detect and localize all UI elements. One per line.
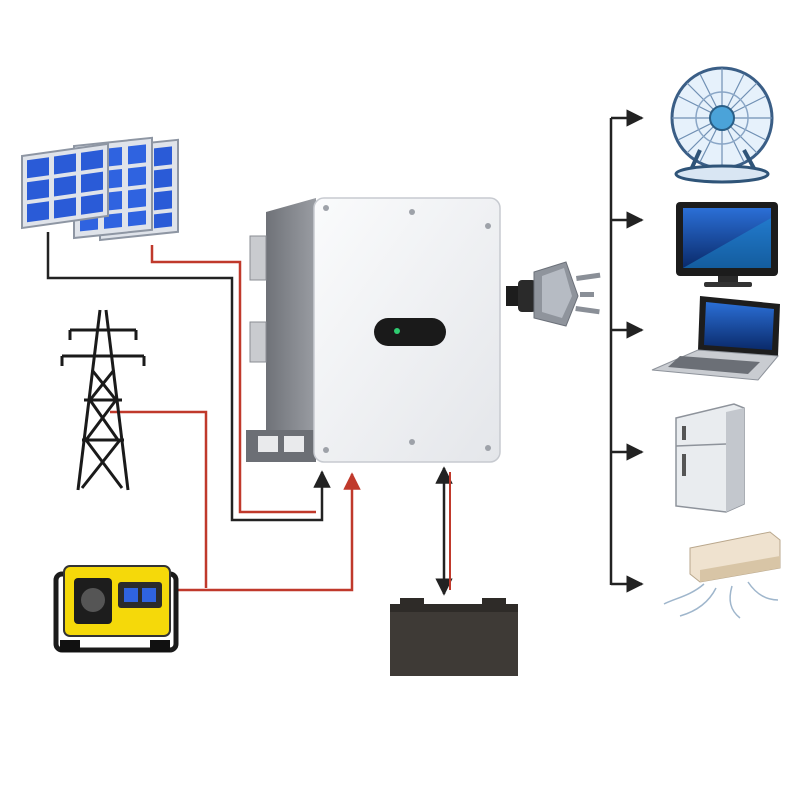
laptop-icon (651, 296, 780, 381)
solar-panel-icon (21, 136, 179, 242)
wires (46, 109, 644, 596)
wire-solar-black (46, 232, 331, 522)
power-tower-icon (60, 309, 146, 491)
air-conditioner-icon (663, 531, 781, 619)
power-plug-icon (506, 261, 601, 327)
generator-icon (53, 565, 179, 653)
fridge-icon (675, 403, 745, 513)
wire-generator-red (178, 472, 361, 592)
inverter-icon (246, 197, 501, 463)
fan-icon (670, 66, 774, 184)
battery-icon (390, 598, 518, 676)
tv-icon (676, 202, 778, 287)
wire-solar-red (150, 245, 316, 514)
wire-grid-red (110, 410, 208, 588)
